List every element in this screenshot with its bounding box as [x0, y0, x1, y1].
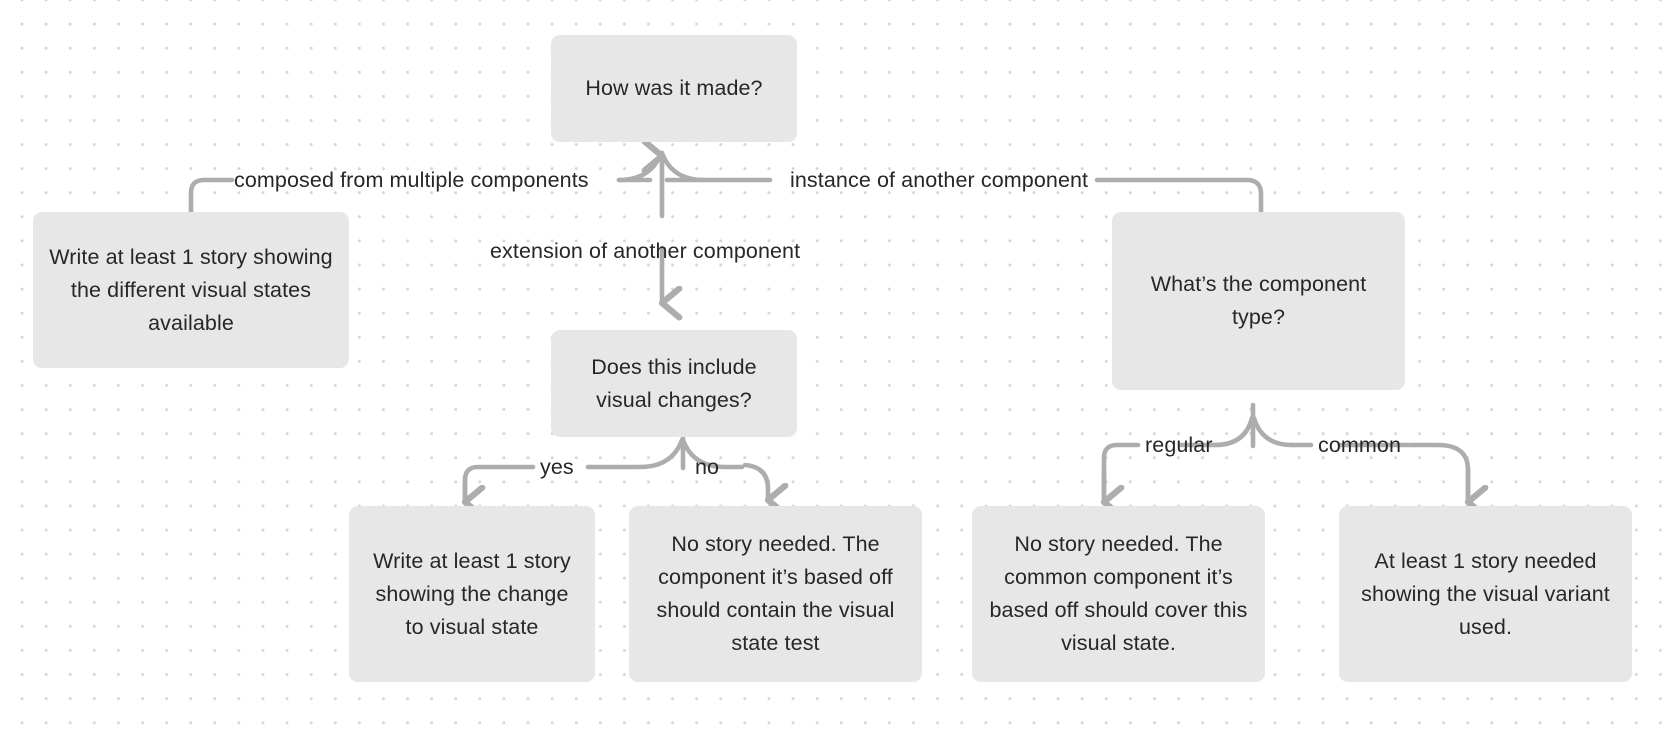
node-root[interactable]: How was it made?: [551, 35, 797, 142]
edge-label-instance: instance of another component: [790, 168, 1089, 192]
node-root-label: How was it made?: [585, 76, 763, 100]
edge-decision-junction-left: [637, 437, 685, 470]
node-regular-result-label: No story needed. The common component it…: [989, 532, 1248, 655]
edge-common-curve: [1412, 442, 1471, 503]
node-composed-result-label: Write at least 1 story showing the diffe…: [49, 244, 333, 335]
edge-label-no: no: [695, 455, 720, 479]
edge-label-extension: extension of another component: [490, 239, 801, 263]
edge-regular-curve: [1101, 442, 1141, 503]
edge-instance: [1094, 177, 1264, 215]
node-regular-result[interactable]: No story needed. The common component it…: [972, 506, 1265, 682]
node-visual-changes-question-label: Does this include visual changes?: [591, 354, 757, 412]
edge-junction-right: [659, 150, 707, 183]
node-component-type-question[interactable]: What’s the component type?: [1112, 212, 1405, 390]
edge-label-yes: yes: [540, 455, 574, 479]
node-composed-result[interactable]: Write at least 1 story showing the diffe…: [33, 212, 349, 368]
node-visual-changes-question[interactable]: Does this include visual changes?: [551, 330, 797, 437]
node-yes-result[interactable]: Write at least 1 story showing the chang…: [349, 506, 595, 682]
edge-yes-curve: [462, 464, 536, 503]
edge-type-junction-left: [1212, 415, 1255, 448]
node-yes-result-label: Write at least 1 story showing the chang…: [373, 548, 571, 639]
node-common-result-label: At least 1 story needed showing the visu…: [1361, 548, 1610, 639]
edge-label-regular: regular: [1145, 433, 1213, 457]
node-common-result[interactable]: At least 1 story needed showing the visu…: [1339, 506, 1632, 682]
node-component-type-question-label: What’s the component type?: [1150, 272, 1367, 329]
edge-type-junction-right: [1251, 415, 1295, 448]
edge-label-common: common: [1318, 433, 1402, 457]
edge-composed: [188, 177, 235, 216]
edge-no-arrow: [742, 462, 768, 500]
node-no-result-label: No story needed. The component it’s base…: [656, 532, 895, 655]
edge-label-composed: composed from multiple components: [234, 168, 589, 192]
node-no-result[interactable]: No story needed. The component it’s base…: [629, 506, 922, 682]
edge-junction-left: [616, 150, 664, 183]
